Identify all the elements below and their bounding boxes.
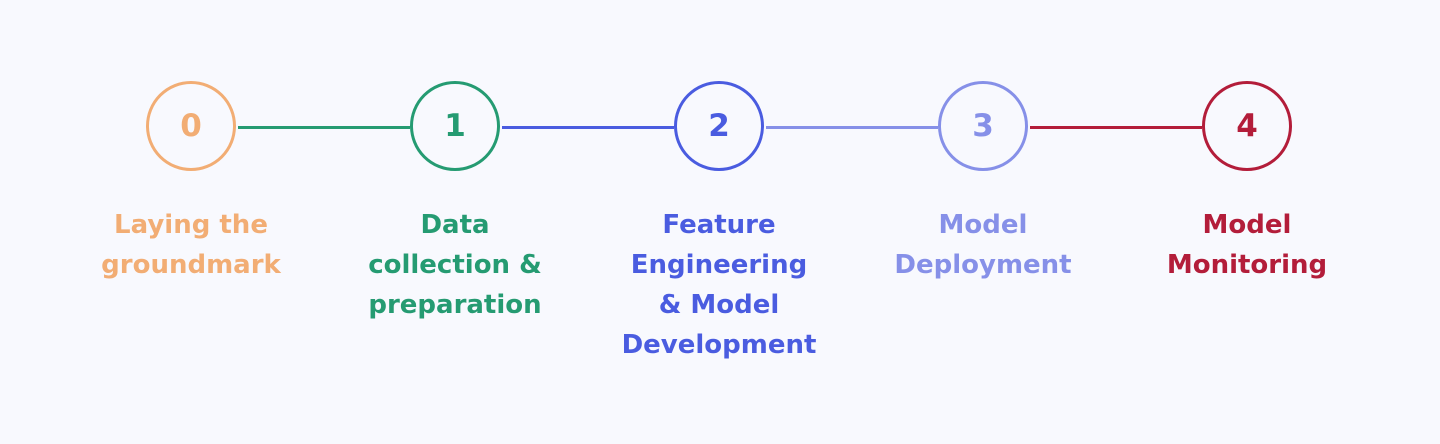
- step-label-line: & Model: [658, 290, 780, 320]
- step-label-line: Laying the: [114, 210, 268, 240]
- step-label-line: preparation: [368, 290, 542, 320]
- step-label-line: Feature: [662, 210, 776, 240]
- step-label-line: groundmark: [101, 250, 281, 280]
- step-number: 0: [180, 107, 202, 144]
- step-label-line: Deployment: [894, 250, 1072, 280]
- connector-0-1: [238, 126, 410, 129]
- step-label-line: Data: [420, 210, 490, 240]
- step-circle-3: 3: [938, 81, 1028, 171]
- step-number: 2: [708, 107, 730, 144]
- step-label-line: Model: [938, 210, 1028, 240]
- step-number: 1: [444, 107, 466, 144]
- connector-1-2: [502, 126, 674, 129]
- step-label-0: Laying the groundmark: [71, 205, 311, 285]
- step-circle-0: 0: [146, 81, 236, 171]
- step-label-1: Data collection & preparation: [335, 205, 575, 325]
- step-label-line: Model: [1202, 210, 1292, 240]
- step-circle-1: 1: [410, 81, 500, 171]
- step-label-line: Engineering: [630, 250, 808, 280]
- step-circle-4: 4: [1202, 81, 1292, 171]
- step-label-line: Monitoring: [1166, 250, 1328, 280]
- step-label-line: collection &: [368, 250, 542, 280]
- connector-3-4: [1030, 126, 1202, 129]
- step-circle-2: 2: [674, 81, 764, 171]
- step-number: 4: [1236, 107, 1258, 144]
- step-label-2: Feature Engineering & Model Development: [599, 205, 839, 365]
- connector-2-3: [766, 126, 938, 129]
- step-label-3: Model Deployment: [863, 205, 1103, 285]
- step-number: 3: [972, 107, 994, 144]
- step-label-4: Model Monitoring: [1127, 205, 1367, 285]
- step-label-line: Development: [621, 330, 817, 360]
